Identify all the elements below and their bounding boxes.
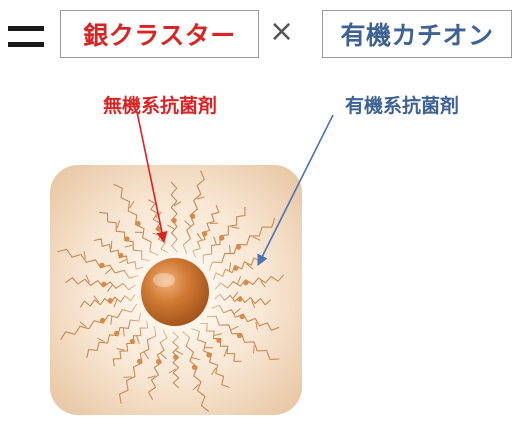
cation-head xyxy=(206,352,212,358)
chain-branch xyxy=(93,295,100,303)
chain-branch xyxy=(79,321,87,328)
cation-head xyxy=(101,281,107,287)
chain-branch xyxy=(85,274,90,283)
chain-branch xyxy=(231,226,240,229)
chain-branch xyxy=(110,316,113,325)
chain-branch xyxy=(143,352,150,360)
chain-branch xyxy=(211,367,217,375)
chain-branch xyxy=(230,325,239,331)
organic-antibacterial-label: 有機系抗菌剤 xyxy=(345,95,460,117)
times-sign: × xyxy=(269,14,295,49)
chain-branch xyxy=(251,300,256,308)
chain-branch xyxy=(168,368,177,374)
cation-head xyxy=(202,231,208,237)
cation-head xyxy=(114,330,120,336)
cation-head xyxy=(118,252,124,259)
cation-head xyxy=(219,235,225,241)
chain-branch xyxy=(116,220,121,229)
organic-cation-text: 有機カチオン xyxy=(340,21,494,50)
chain-branch xyxy=(147,375,156,379)
chain-branch xyxy=(223,348,228,357)
cation-head xyxy=(239,314,245,320)
chain-branch xyxy=(237,276,242,284)
chain-branch xyxy=(160,353,167,360)
chain-branch xyxy=(124,244,133,248)
silver-cluster-box: 銀クラスター xyxy=(60,10,259,58)
cation-head xyxy=(171,217,177,224)
cation-head xyxy=(137,358,143,364)
chain-branch xyxy=(229,244,231,253)
chain-branch xyxy=(83,251,86,260)
silver-cluster-core xyxy=(141,258,209,326)
cation-head xyxy=(135,220,141,227)
cation-head xyxy=(129,338,135,344)
cation-head xyxy=(124,236,130,242)
cation-head xyxy=(156,226,162,232)
chain-branch xyxy=(260,280,266,288)
cation-head xyxy=(156,359,162,365)
cation-head xyxy=(191,364,197,370)
equals-sign xyxy=(6,22,46,52)
cation-head xyxy=(99,262,105,268)
chain-branch xyxy=(246,263,254,270)
inorganic-antibacterial-label: 無機系抗菌剤 xyxy=(103,95,218,117)
chain-branch xyxy=(191,357,200,361)
chain-branch xyxy=(255,321,258,330)
chain-branch xyxy=(253,345,255,354)
cation-head xyxy=(236,332,243,339)
chain-branch xyxy=(184,220,191,227)
cation-head xyxy=(216,337,222,343)
cation-head xyxy=(173,354,179,360)
silver-cluster-text: 銀クラスター xyxy=(83,21,236,50)
chain-branch xyxy=(167,224,175,230)
chain-branch xyxy=(252,236,261,241)
cation-head xyxy=(100,317,106,323)
chain-branch xyxy=(192,384,200,391)
inorganic-arrow xyxy=(136,111,168,244)
cation-head xyxy=(190,213,196,219)
chain-branch xyxy=(233,308,241,315)
chain-branch xyxy=(116,348,125,351)
organic-cation-box: 有機カチオン xyxy=(322,10,512,58)
chain-branch xyxy=(129,200,135,209)
core-highlight xyxy=(153,273,175,287)
cation-head xyxy=(107,298,113,304)
organic-arrow xyxy=(257,114,334,267)
chain-branch xyxy=(110,240,113,250)
cation-head xyxy=(237,296,243,302)
chain-branch xyxy=(213,236,217,245)
chain-branch xyxy=(196,196,205,200)
cation-head xyxy=(243,280,249,286)
chain-branch xyxy=(123,328,125,337)
chain-branch xyxy=(104,268,112,275)
cation-head xyxy=(233,265,239,271)
chain-branch xyxy=(173,201,182,207)
chain-branch xyxy=(97,337,105,343)
cation-head xyxy=(235,244,242,250)
chain-branch xyxy=(107,284,113,292)
